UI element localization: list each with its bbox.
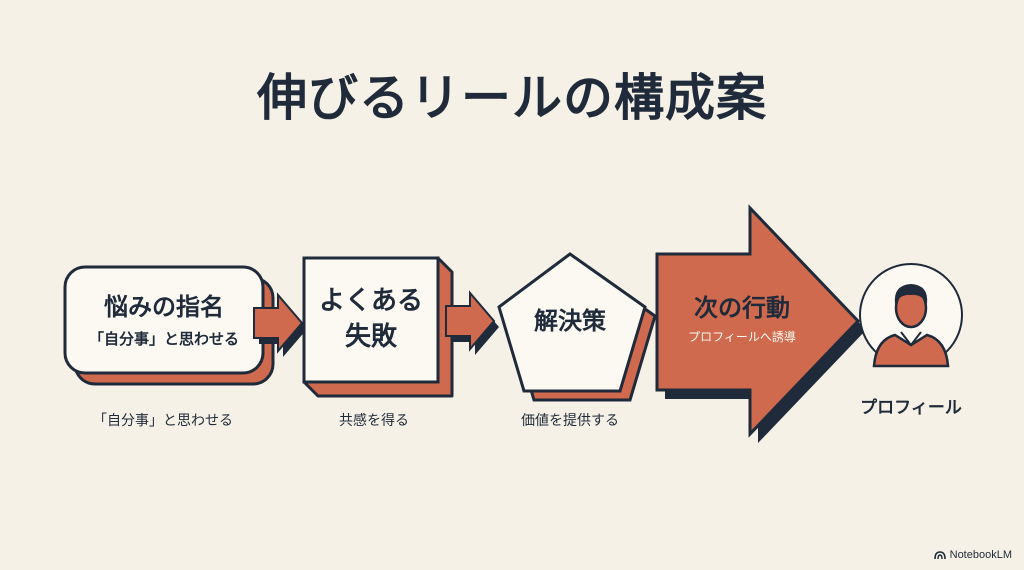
- step-1-caption: 「自分事」と思わせる: [93, 413, 233, 429]
- step-2-caption: 共感を得る: [339, 413, 409, 429]
- step-4-inner-sub: プロフィールへ誘導: [688, 330, 796, 344]
- brand-mark: NotebookLM: [933, 549, 1012, 561]
- step-1-inner-sub: 「自分事」と思わせる: [88, 330, 239, 348]
- notebooklm-logo-icon: [933, 551, 946, 560]
- step-3-heading: 解決策: [534, 307, 606, 335]
- step-4-text: 次の行動 プロフィールへ誘導: [662, 293, 822, 345]
- arrow-1: [253, 292, 307, 357]
- step-3-caption: 価値を提供する: [521, 413, 619, 429]
- step-4-heading: 次の行動: [694, 294, 790, 322]
- profile-avatar: [859, 263, 963, 368]
- brand-label: NotebookLM: [949, 549, 1012, 561]
- profile-label: プロフィール: [860, 398, 962, 418]
- step-2-box: [302, 256, 454, 398]
- step-4-arrow: [655, 204, 866, 443]
- page-title: 伸びるリールの構成案: [257, 69, 767, 127]
- arrow-2: [445, 290, 499, 355]
- step-3-pentagon: [497, 252, 657, 402]
- step-1-heading: 悩みの指名: [104, 293, 224, 321]
- step-1-text: 悩みの指名 「自分事」と思わせる: [65, 292, 263, 349]
- step-2-heading: よくある失敗: [318, 286, 423, 352]
